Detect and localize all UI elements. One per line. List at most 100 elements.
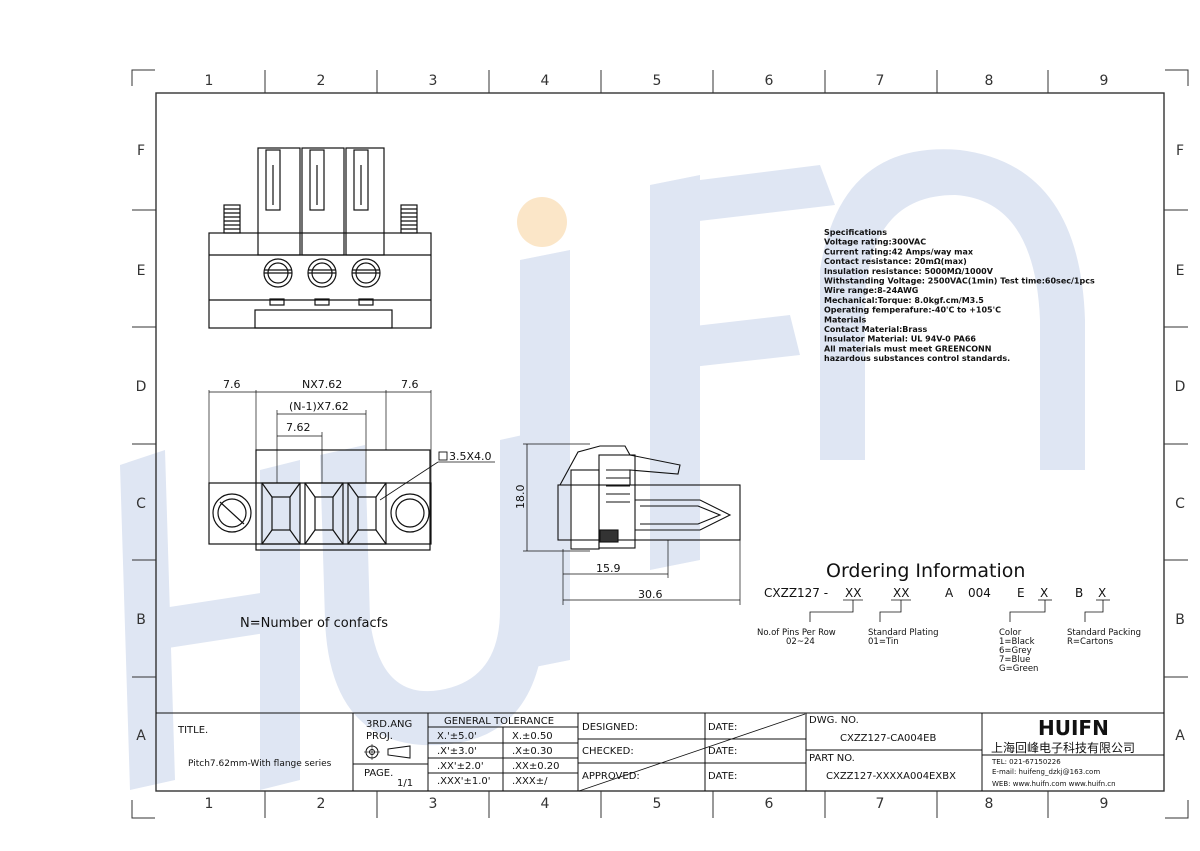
- proj-label: PROJ.: [366, 731, 393, 742]
- grid-column-label: 1: [205, 796, 214, 812]
- date-label: DATE:: [708, 722, 737, 733]
- company-email: E-mail: huifeng_dzkj@163.com: [992, 768, 1100, 776]
- grid-column-label: 3: [429, 73, 438, 89]
- proj-label: 3RD.ANG: [366, 719, 412, 730]
- grid-column-label: 6: [765, 73, 774, 89]
- grid-ticks: [132, 70, 1188, 818]
- title-label: TITLE.: [177, 725, 208, 736]
- dim-height: 18.0: [514, 485, 527, 510]
- grid-column-label: 5: [653, 796, 662, 812]
- grid-column-label: 4: [541, 73, 550, 89]
- dwg-number: CXZZ127-CA004EB: [840, 733, 936, 744]
- front-view: [208, 147, 432, 329]
- grid-row-label: A: [1175, 728, 1185, 744]
- plating-label: Standard Plating: [868, 628, 939, 638]
- color-value: 6=Grey: [999, 646, 1032, 656]
- code-color: X: [1040, 586, 1048, 600]
- grid-column-label: 8: [985, 73, 994, 89]
- spec-line: Wire range:8-24AWG: [824, 286, 918, 295]
- plan-view-labels: 7.6 NX7.62 7.6 (N-1)X7.62 7.62 3.5X4.0 N…: [223, 378, 492, 631]
- grid-column-label: 8: [985, 796, 994, 812]
- grid-column-label: 7: [876, 73, 885, 89]
- grid-row-label: E: [1176, 263, 1185, 279]
- spec-line: Specifications: [824, 228, 887, 237]
- tolerance-angle: .XXX'±1.0': [437, 776, 491, 787]
- spec-line: All materials must meet GREENCONN: [824, 344, 991, 353]
- grid-column-label: 9: [1100, 796, 1109, 812]
- side-view: [523, 443, 741, 605]
- part-label: PART NO.: [809, 753, 855, 764]
- date-label: DATE:: [708, 746, 737, 757]
- grid-row-label: B: [1175, 612, 1185, 628]
- grid-row-label: F: [137, 143, 145, 159]
- code-prefix: CXZZ127 -: [764, 586, 828, 600]
- title-block: TITLE. Pitch7.62mm-With flange series 3R…: [156, 712, 1164, 792]
- dwg-label: DWG. NO.: [809, 715, 859, 726]
- grid-row-label: D: [1175, 379, 1186, 395]
- dim-depth-long: 30.6: [638, 588, 663, 601]
- dim-pitch-total: NX7.62: [302, 378, 342, 391]
- page-label: PAGE.: [364, 768, 393, 779]
- spec-line: Materials: [824, 315, 866, 324]
- code-b: B: [1075, 586, 1083, 600]
- company-name: 上海回峰电子科技有限公司: [991, 740, 1135, 755]
- company-logo: HUIFN: [1038, 716, 1109, 740]
- company-tel: TEL: 021-67150226: [991, 758, 1061, 766]
- spec-line: Contact Material:Brass: [824, 325, 927, 334]
- grid-row-label: D: [136, 379, 147, 395]
- code-plating: XX: [893, 586, 909, 600]
- grid-column-label: 6: [765, 796, 774, 812]
- grid-row-label: B: [136, 612, 146, 628]
- part-number: CXZZ127-XXXXA004EXBX: [826, 771, 956, 782]
- grid-column-label: 5: [653, 73, 662, 89]
- checked-label: CHECKED:: [582, 746, 634, 757]
- grid-column-label: 2: [317, 796, 326, 812]
- dim-n-minus-one: (N-1)X7.62: [289, 400, 349, 413]
- dim-depth-short: 15.9: [596, 562, 621, 575]
- spec-line: Insulator Material: UL 94V-0 PA66: [824, 335, 976, 344]
- tolerance-angle: .X'±3.0': [437, 746, 477, 757]
- ordering-title: Ordering Information: [826, 560, 1025, 582]
- packing-label: Standard Packing: [1067, 628, 1141, 638]
- dim-hole: 3.5X4.0: [449, 450, 492, 463]
- spec-line: Withstanding Voltage: 2500VAC(1min) Test…: [824, 277, 1095, 286]
- code-004: 004: [968, 586, 991, 600]
- spec-line: Voltage rating:300VAC: [824, 238, 926, 247]
- color-value: 1=Black: [999, 637, 1035, 647]
- grid-column-label: 4: [541, 796, 550, 812]
- pins-label: No.of Pins Per Row: [757, 628, 836, 638]
- page-value: 1/1: [397, 778, 413, 789]
- grid-column-label: 2: [317, 73, 326, 89]
- grid-column-label: 9: [1100, 73, 1109, 89]
- grid-row-label: E: [137, 263, 146, 279]
- grid-column-label: 7: [876, 796, 885, 812]
- pins-range: 02~24: [786, 637, 815, 647]
- drawing-title: Pitch7.62mm-With flange series: [188, 759, 332, 769]
- code-pins: XX: [845, 586, 861, 600]
- code-packing: X: [1098, 586, 1106, 600]
- dim-pitch: 7.62: [286, 421, 311, 434]
- side-view-labels: 18.0 15.9 30.6: [514, 485, 663, 602]
- grid-row-label: F: [1176, 143, 1184, 159]
- tolerance-linear: X.±0.50: [512, 731, 553, 742]
- watermark: [120, 149, 1085, 790]
- spec-line: Contact resistance: 20mΩ(max): [824, 257, 967, 266]
- color-label: Color: [999, 628, 1022, 638]
- dim-left-flange: 7.6: [223, 378, 241, 391]
- grid-row-label: C: [1175, 496, 1185, 512]
- tolerance-header: GENERAL TOLERANCE: [444, 716, 554, 727]
- date-label: DATE:: [708, 771, 737, 782]
- designed-label: DESIGNED:: [582, 722, 638, 733]
- watermark-dot: [517, 197, 567, 247]
- spec-line: hazardous substances control standards.: [824, 354, 1010, 363]
- tolerance-angle: X.'±5.0': [437, 731, 477, 742]
- tolerance-linear: .XXX±/: [512, 776, 548, 787]
- tolerance-linear: .XX±0.20: [512, 761, 560, 772]
- grid-row-label: C: [136, 496, 146, 512]
- plan-view: [208, 390, 495, 551]
- spec-line: Insulation resistance: 5000MΩ/1000V: [824, 267, 994, 276]
- packing-value: R=Cartons: [1067, 637, 1114, 647]
